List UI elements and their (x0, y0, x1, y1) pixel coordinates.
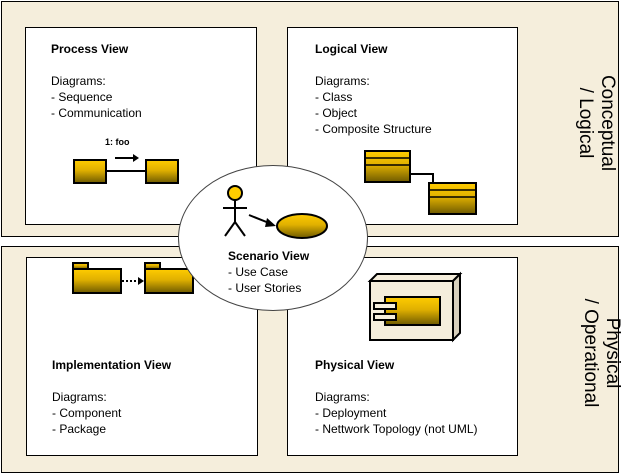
implementation-diagram-item: - Package (52, 422, 107, 436)
band-label-line-1: Conceptual (597, 74, 618, 172)
physical-view-title: Physical View (315, 358, 395, 372)
implementation-view-title: Implementation View (52, 358, 172, 372)
process-diagrams-label: Diagrams: (51, 74, 106, 88)
logical-diagram-item: - Object (315, 106, 358, 120)
physical-diagram-item: - Deployment (315, 406, 387, 420)
use-case-ellipse-icon (276, 213, 328, 239)
communication-diagram-icon (73, 154, 179, 184)
physical-diagram-item: - Nettwork Topology (not UML) (315, 422, 478, 436)
process-diagram-item: - Communication (51, 106, 142, 120)
implementation-diagrams-label: Diagrams: (52, 390, 107, 404)
scenario-item: - User Stories (228, 281, 302, 295)
logical-view-title: Logical View (315, 42, 388, 56)
actor-icon (223, 185, 247, 237)
implementation-diagram-item: - Component (52, 406, 122, 420)
logical-diagrams-label: Diagrams: (315, 74, 370, 88)
scenario-view-ellipse: Scenario View - Use Case - User Stories (178, 165, 368, 311)
physical-diagrams-label: Diagrams: (315, 390, 370, 404)
scenario-view-title: Scenario View (228, 249, 310, 263)
process-view-title: Process View (51, 42, 129, 56)
scenario-item: - Use Case (228, 265, 289, 279)
band-label-line-1: Physical (602, 317, 621, 389)
message-label: 1: foo (105, 137, 130, 147)
band-label-line-2: / Operational (580, 298, 601, 408)
band-label-line-2: / Logical (575, 87, 596, 159)
process-diagram-item: - Sequence (51, 90, 113, 104)
logical-diagram-item: - Composite Structure (315, 122, 432, 136)
conceptual-logical-label: Conceptual / Logical (572, 48, 618, 198)
package-diagram-icon (72, 262, 194, 294)
logical-view-box: Logical View Diagrams: - Class - Object … (287, 27, 518, 225)
physical-operational-label: Physical / Operational (577, 273, 621, 433)
logical-diagram-item: - Class (315, 90, 353, 104)
use-case-icon (223, 185, 328, 239)
component-node-icon (367, 271, 463, 343)
class-diagram-icon (364, 150, 477, 215)
